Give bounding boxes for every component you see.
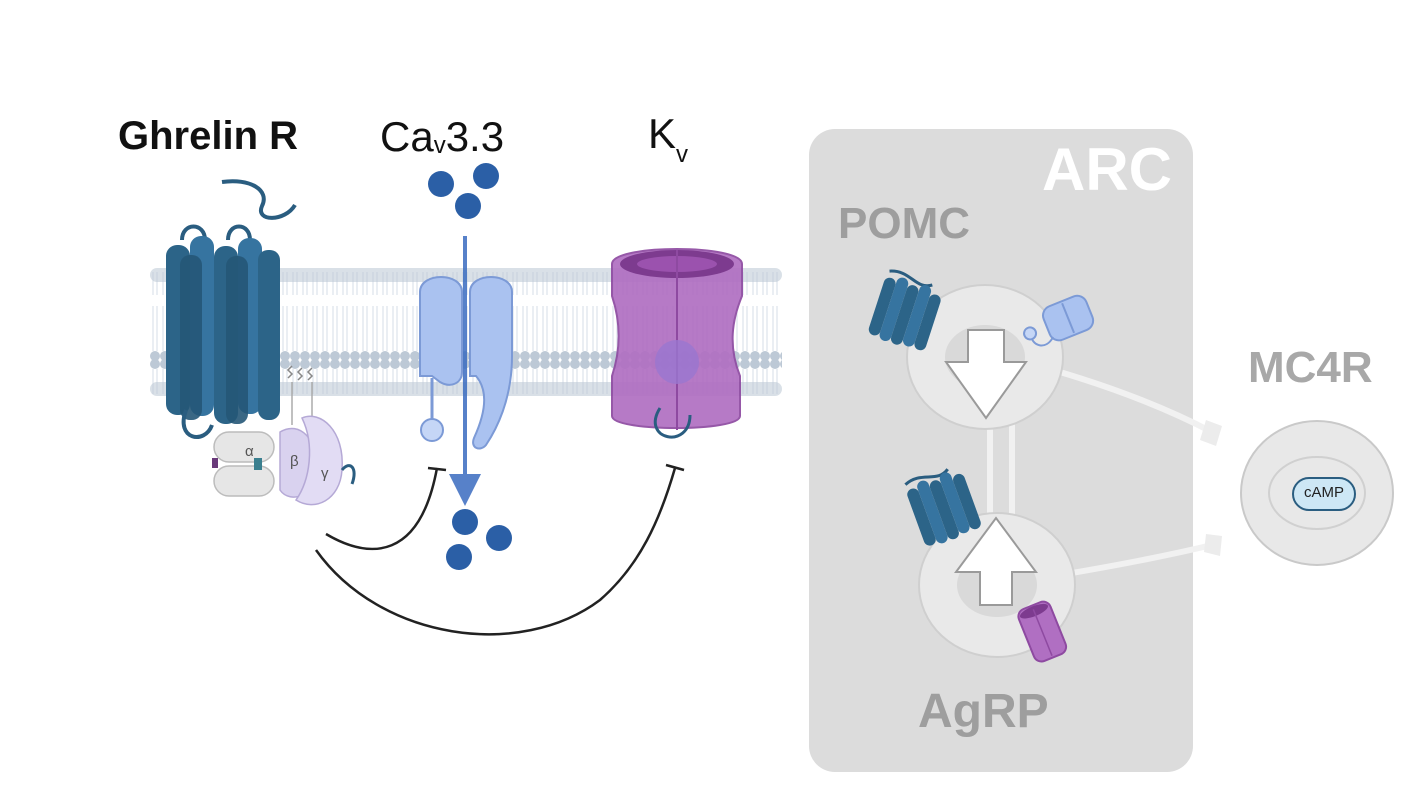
g-beta-label: β: [290, 453, 299, 470]
cav-label-number: 3.3: [445, 113, 505, 160]
g-gamma-label: γ: [321, 465, 329, 482]
g-alpha-label: α: [245, 443, 254, 460]
camp-badge: [1292, 477, 1356, 511]
kv-label-main: K: [648, 110, 677, 157]
camp-label: cAMP: [1303, 484, 1344, 501]
pomc-gpcr-icon: [868, 269, 941, 351]
g-protein-icon: [212, 365, 356, 506]
agrp-neuron-label: AgRP: [918, 685, 1049, 738]
calcium-ions-intracellular: [446, 509, 512, 570]
cav-label-subscript: v: [433, 132, 446, 159]
pomc-neuron: [906, 284, 1064, 430]
cav-label-main: Ca: [380, 113, 434, 160]
arc-region-label: ARC: [1042, 136, 1172, 203]
inhibition-arrow-to-kv: [314, 463, 685, 636]
cav-channel-label: Cav3.3: [380, 116, 504, 158]
kv-channel-label: Kv: [648, 113, 688, 167]
kv-channel-icon: [611, 248, 743, 439]
calcium-ions-extracellular: [428, 163, 499, 219]
agrp-kv-channel-icon: [1017, 600, 1068, 663]
mc4r-neuron-label: MC4R: [1248, 343, 1373, 392]
cav-channel-icon: [419, 236, 513, 506]
agrp-gpcr-icon: [904, 468, 981, 546]
mc4r-neuron: [1240, 420, 1394, 566]
kv-label-subscript: v: [676, 141, 689, 168]
ghrelin-receptor-label: Ghrelin R: [118, 114, 299, 158]
ghrelin-receptor-icon: [166, 179, 297, 439]
axon-terminals: [1200, 420, 1222, 556]
inhibition-arrow-to-cav: [325, 466, 447, 551]
pomc-neuron-label: POMC: [838, 199, 970, 248]
neuron-axons: [987, 369, 1214, 578]
pomc-cav-channel-icon: [1023, 294, 1095, 347]
